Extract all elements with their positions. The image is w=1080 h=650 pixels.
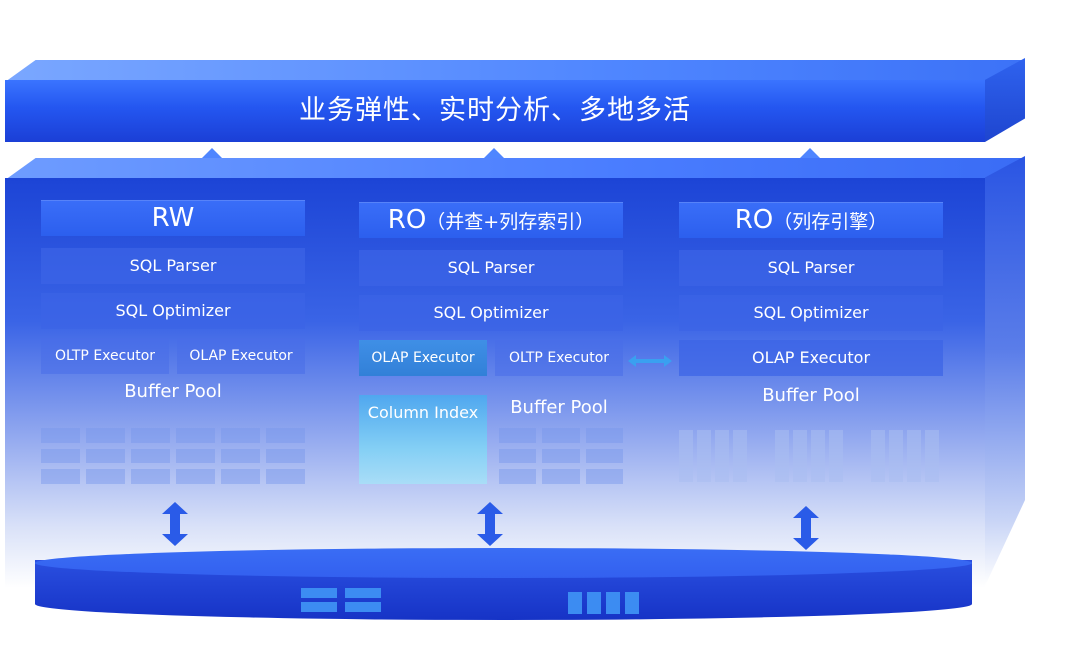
- double-arrow-horizontal-icon: [628, 352, 672, 367]
- double-arrow-vertical-icon: [162, 502, 188, 546]
- oltp-executor: OLTP Executor: [41, 338, 169, 374]
- column-index: Column Index: [359, 395, 487, 484]
- oltp-executor: OLTP Executor: [495, 340, 623, 376]
- rw-node-title: RW: [41, 200, 305, 236]
- sql-parser: SQL Parser: [41, 248, 305, 284]
- buffer-pool-label: Buffer Pool: [762, 385, 860, 406]
- main-block-top-face: [5, 158, 1025, 180]
- rw-buffer-pool-grid: [41, 428, 305, 484]
- row-store-indicator: [301, 588, 381, 614]
- ro-column-node: RO（列存引擎） SQL Parser SQL Optimizer OLAP E…: [679, 202, 943, 410]
- node-title: RW: [151, 203, 195, 233]
- sql-parser: SQL Parser: [679, 250, 943, 286]
- sql-parser: SQL Parser: [359, 250, 623, 286]
- ro-htap-buffer-pool-grid: [499, 428, 623, 484]
- olap-executor: OLAP Executor: [679, 340, 943, 376]
- rw-node: RW SQL Parser SQL Optimizer OLTP Executo…: [41, 200, 305, 406]
- buffer-pool-label: Buffer Pool: [510, 397, 608, 418]
- olap-executor: OLAP Executor: [359, 340, 487, 376]
- column-store-indicator: [568, 592, 640, 614]
- node-title: RO: [387, 205, 427, 235]
- double-arrow-vertical-icon: [793, 506, 819, 550]
- ro-column-node-title: RO（列存引擎）: [679, 202, 943, 238]
- olap-executor: OLAP Executor: [177, 338, 305, 374]
- node-title: RO: [734, 205, 774, 235]
- buffer-pool-label: Buffer Pool: [124, 381, 222, 402]
- main-block-side-face: [985, 156, 1025, 586]
- shared-storage-disk-top: [35, 548, 972, 578]
- banner-title: 业务弹性、实时分析、多地多活: [299, 95, 691, 126]
- double-arrow-vertical-icon: [477, 502, 503, 546]
- sql-optimizer: SQL Optimizer: [679, 295, 943, 331]
- banner-top-face: [5, 60, 1025, 82]
- top-banner: [5, 80, 985, 142]
- ro-column-buffer-pool-stripes: [679, 430, 943, 482]
- ro-htap-node-title: RO（并查+列存索引）: [359, 202, 623, 238]
- node-subtitle: （并查+列存索引）: [426, 211, 595, 233]
- node-subtitle: （列存引擎）: [773, 211, 888, 233]
- ro-htap-node: RO（并查+列存索引） SQL Parser SQL Optimizer OLA…: [359, 202, 623, 376]
- sql-optimizer: SQL Optimizer: [359, 295, 623, 331]
- sql-optimizer: SQL Optimizer: [41, 293, 305, 329]
